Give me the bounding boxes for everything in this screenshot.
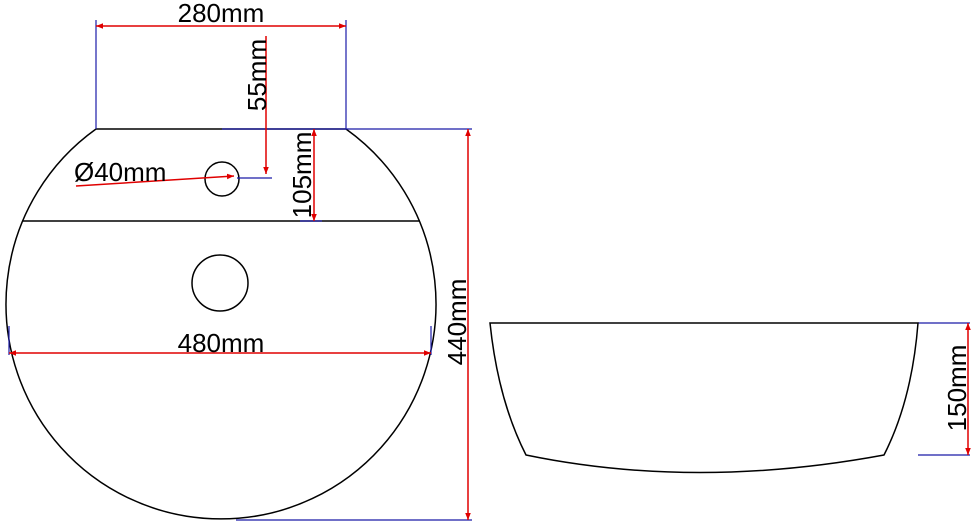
label-hole-diameter: Ø40mm (74, 157, 166, 187)
label-top-height: 55mm (242, 39, 272, 111)
label-overall-width: 480mm (178, 328, 265, 358)
side-view (489, 322, 919, 474)
bowl-profile (489, 322, 919, 474)
top-view (5, 128, 437, 520)
drain-hole (191, 254, 249, 312)
label-bowl-height: 150mm (942, 345, 972, 432)
label-flat-depth: 105mm (287, 132, 317, 219)
dimension-lines (9, 23, 971, 520)
label-overall-depth: 440mm (442, 279, 472, 366)
dimension-labels: 280mm 55mm Ø40mm 105mm 480mm 440mm 150mm (74, 0, 972, 431)
dim-line-hole-diameter (75, 173, 235, 187)
basin-outline (5, 128, 437, 520)
extension-lines (8, 20, 970, 521)
label-top-width: 280mm (178, 0, 265, 28)
overflow-hole (204, 161, 240, 197)
